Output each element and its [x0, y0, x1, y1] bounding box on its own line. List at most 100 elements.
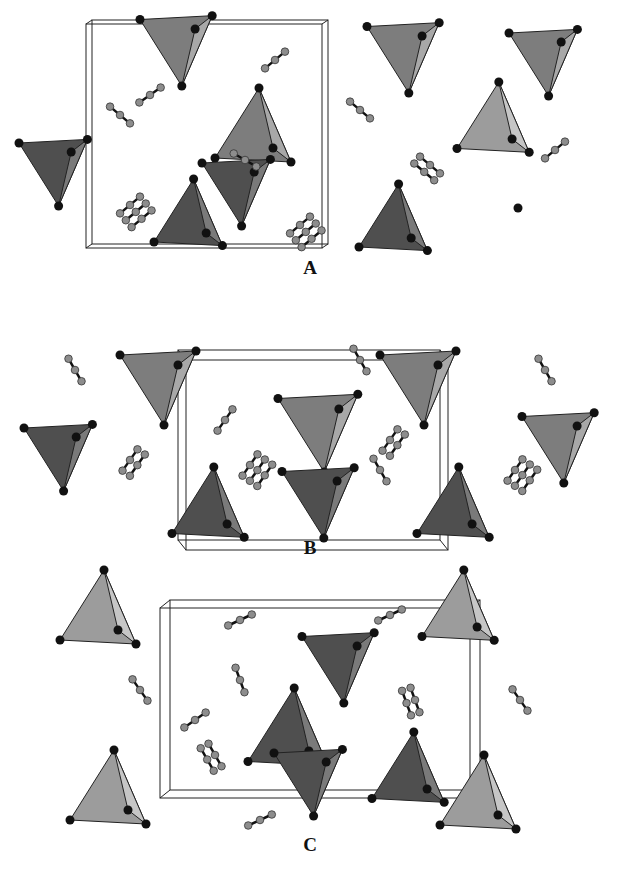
- cell-edge: [322, 244, 328, 248]
- atom: [271, 56, 279, 64]
- atom: [129, 676, 137, 684]
- vertex-atom: [355, 243, 364, 252]
- vertex-atom: [505, 29, 514, 38]
- linear-molecule: [509, 686, 532, 715]
- tetrahedron: [20, 420, 97, 496]
- vertex-atom: [376, 351, 385, 360]
- tetrahedron-face: [380, 351, 456, 425]
- vertex-atom: [494, 78, 503, 87]
- linear-molecule: [379, 426, 409, 460]
- atom: [126, 120, 134, 128]
- tetrahedron-face: [422, 570, 494, 640]
- atom: [398, 687, 406, 695]
- tetrahedron-face: [564, 413, 594, 483]
- linear-molecule: [504, 456, 541, 495]
- tetrahedron: [15, 135, 92, 211]
- vertex-atom: [512, 825, 521, 834]
- vertex-atom: [454, 463, 463, 472]
- tetrahedron-face: [549, 29, 578, 96]
- atom: [203, 756, 211, 764]
- vertex-atom: [83, 135, 92, 144]
- atom: [350, 345, 358, 353]
- linear-molecule: [119, 446, 149, 480]
- atom: [241, 688, 249, 696]
- atom: [386, 452, 394, 460]
- atom: [256, 816, 264, 824]
- vertex-atom: [363, 22, 372, 31]
- vertex-atom: [244, 757, 253, 766]
- tetrahedron: [418, 566, 499, 645]
- cell-edge: [86, 24, 322, 248]
- linear-molecule: [181, 709, 210, 732]
- tetrahedron-face: [202, 159, 270, 226]
- atom: [246, 477, 254, 485]
- tetrahedron-face: [499, 82, 529, 152]
- atom: [144, 697, 152, 705]
- atom: [221, 416, 229, 424]
- tetrahedron-face: [64, 424, 93, 491]
- atom: [346, 98, 354, 106]
- vertex-atom: [573, 25, 582, 34]
- atom: [119, 467, 127, 475]
- atom: [210, 767, 218, 775]
- vertex-atom: [418, 632, 427, 641]
- atom: [116, 210, 124, 218]
- tetrahedron: [116, 347, 201, 430]
- vertex-atom: [338, 745, 347, 754]
- vertex-atom: [368, 794, 377, 803]
- atom: [526, 461, 534, 469]
- vertex-atom: [223, 520, 232, 529]
- atom: [254, 451, 262, 459]
- tetrahedron-face: [70, 750, 146, 824]
- atom: [141, 451, 149, 459]
- tetrahedron-face: [154, 179, 222, 246]
- vertex-atom: [423, 785, 432, 794]
- vertex-atom: [423, 246, 432, 255]
- atom: [246, 461, 254, 469]
- atom: [268, 811, 276, 819]
- linear-molecule: [106, 103, 134, 127]
- vertex-atom: [290, 684, 299, 693]
- linear-molecule: [224, 611, 255, 630]
- vertex-atom: [110, 746, 119, 755]
- atom: [116, 111, 124, 119]
- atom: [106, 103, 114, 111]
- vertex-atom: [440, 798, 449, 807]
- atom: [126, 456, 134, 464]
- tetrahedron-face: [194, 179, 223, 246]
- tetrahedron-face: [278, 394, 358, 472]
- linear-molecule: [541, 138, 569, 162]
- atom: [312, 220, 320, 228]
- linear-molecule: [410, 153, 443, 184]
- tetrahedron-face: [409, 23, 439, 93]
- vertex-atom: [168, 529, 177, 538]
- vertex-atom: [56, 636, 65, 645]
- atom: [370, 455, 378, 463]
- vertex-atom: [189, 175, 198, 184]
- tetrahedron-face: [344, 633, 374, 703]
- vertex-atom: [494, 811, 503, 820]
- vertex-atom: [192, 347, 201, 356]
- tetrahedron: [274, 390, 363, 477]
- atom: [134, 461, 142, 469]
- atom: [416, 153, 424, 161]
- tetrahedron-face: [19, 139, 87, 206]
- tetrahedron-face: [464, 570, 494, 640]
- vertex-atom: [420, 421, 429, 430]
- atom: [535, 355, 543, 363]
- atom: [401, 431, 409, 439]
- atom: [386, 611, 394, 619]
- atom: [541, 366, 549, 374]
- tetrahedron-face: [417, 467, 489, 537]
- vertex-atom: [218, 241, 227, 250]
- tetrahedron: [368, 728, 449, 807]
- tetrahedron-face: [424, 351, 456, 425]
- vertex-atom: [124, 806, 133, 815]
- atom: [411, 696, 419, 704]
- atom: [202, 709, 210, 717]
- atom: [78, 377, 86, 385]
- atom: [426, 161, 434, 169]
- tetrahedron: [355, 180, 432, 256]
- atom: [214, 427, 222, 435]
- atom: [356, 106, 364, 114]
